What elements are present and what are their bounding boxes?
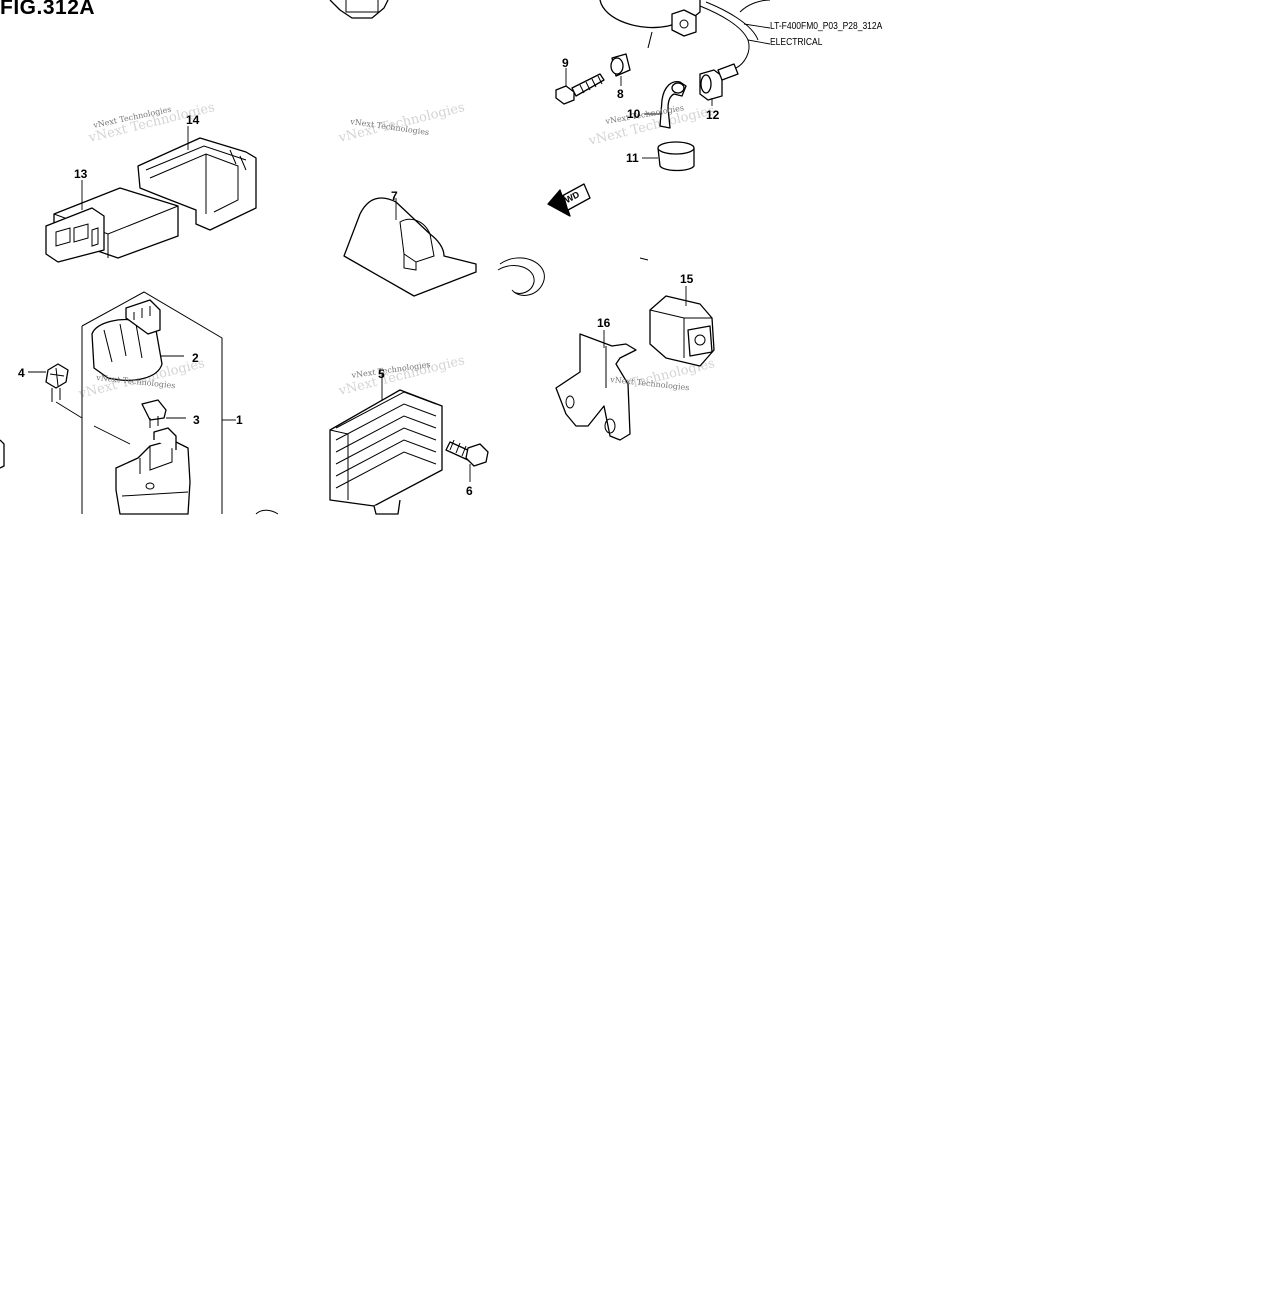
- callout-8: 8: [617, 87, 624, 101]
- part-6-bolt: [445, 439, 489, 482]
- part-3-fuse: [141, 399, 186, 428]
- callout-1: 1: [236, 413, 243, 427]
- part-11-cap: [642, 141, 695, 172]
- partial-harness-top-right: [599, 0, 771, 69]
- callout-14: 14: [186, 113, 200, 127]
- wire-loop: [497, 257, 649, 296]
- callout-9: 9: [562, 56, 569, 70]
- callout-numbers: 1 2 3 4 5 6 7 8 9 10 11 12 13 14 15 16: [18, 56, 720, 498]
- callout-16: 16: [597, 316, 611, 330]
- partial-part-top-center: [329, 0, 389, 19]
- callout-11: 11: [626, 151, 639, 165]
- callout-15: 15: [680, 272, 694, 286]
- part-2-relay: [91, 299, 184, 381]
- part-5-regulator: [329, 374, 443, 515]
- callout-2: 2: [192, 351, 199, 365]
- callout-7: 7: [391, 189, 398, 203]
- fwd-direction-arrow: FWD: [547, 183, 591, 217]
- callout-4: 4: [18, 366, 25, 380]
- part-15-connector: [649, 286, 715, 367]
- callout-6: 6: [466, 484, 473, 498]
- part-10-elbow-hose: [644, 80, 687, 129]
- part-9-bolt: [555, 68, 605, 105]
- partial-part-left-edge: [0, 439, 5, 469]
- callout-13: 13: [74, 167, 88, 181]
- callout-5: 5: [378, 367, 385, 381]
- assembly-bracket-1: [81, 291, 236, 514]
- part-12-fitting: [699, 63, 739, 106]
- figure-code: LT-F400FM0_P03_P28_312A: [770, 21, 883, 32]
- part-1-starter-relay: [115, 427, 191, 515]
- figure-title: FIG.312A: [0, 0, 96, 19]
- arc-fragment: [255, 509, 279, 515]
- figure-section: ELECTRICAL: [770, 37, 823, 48]
- part-8-collar: [610, 53, 631, 86]
- callout-12: 12: [706, 108, 720, 122]
- part-16-bracket: [555, 330, 637, 441]
- callout-10: 10: [627, 107, 641, 121]
- part-4-screw: [28, 363, 131, 445]
- callout-3: 3: [193, 413, 200, 427]
- part-14-cover: [137, 126, 257, 231]
- part-7-cover: [343, 197, 477, 297]
- part-13-control-unit: [45, 180, 179, 263]
